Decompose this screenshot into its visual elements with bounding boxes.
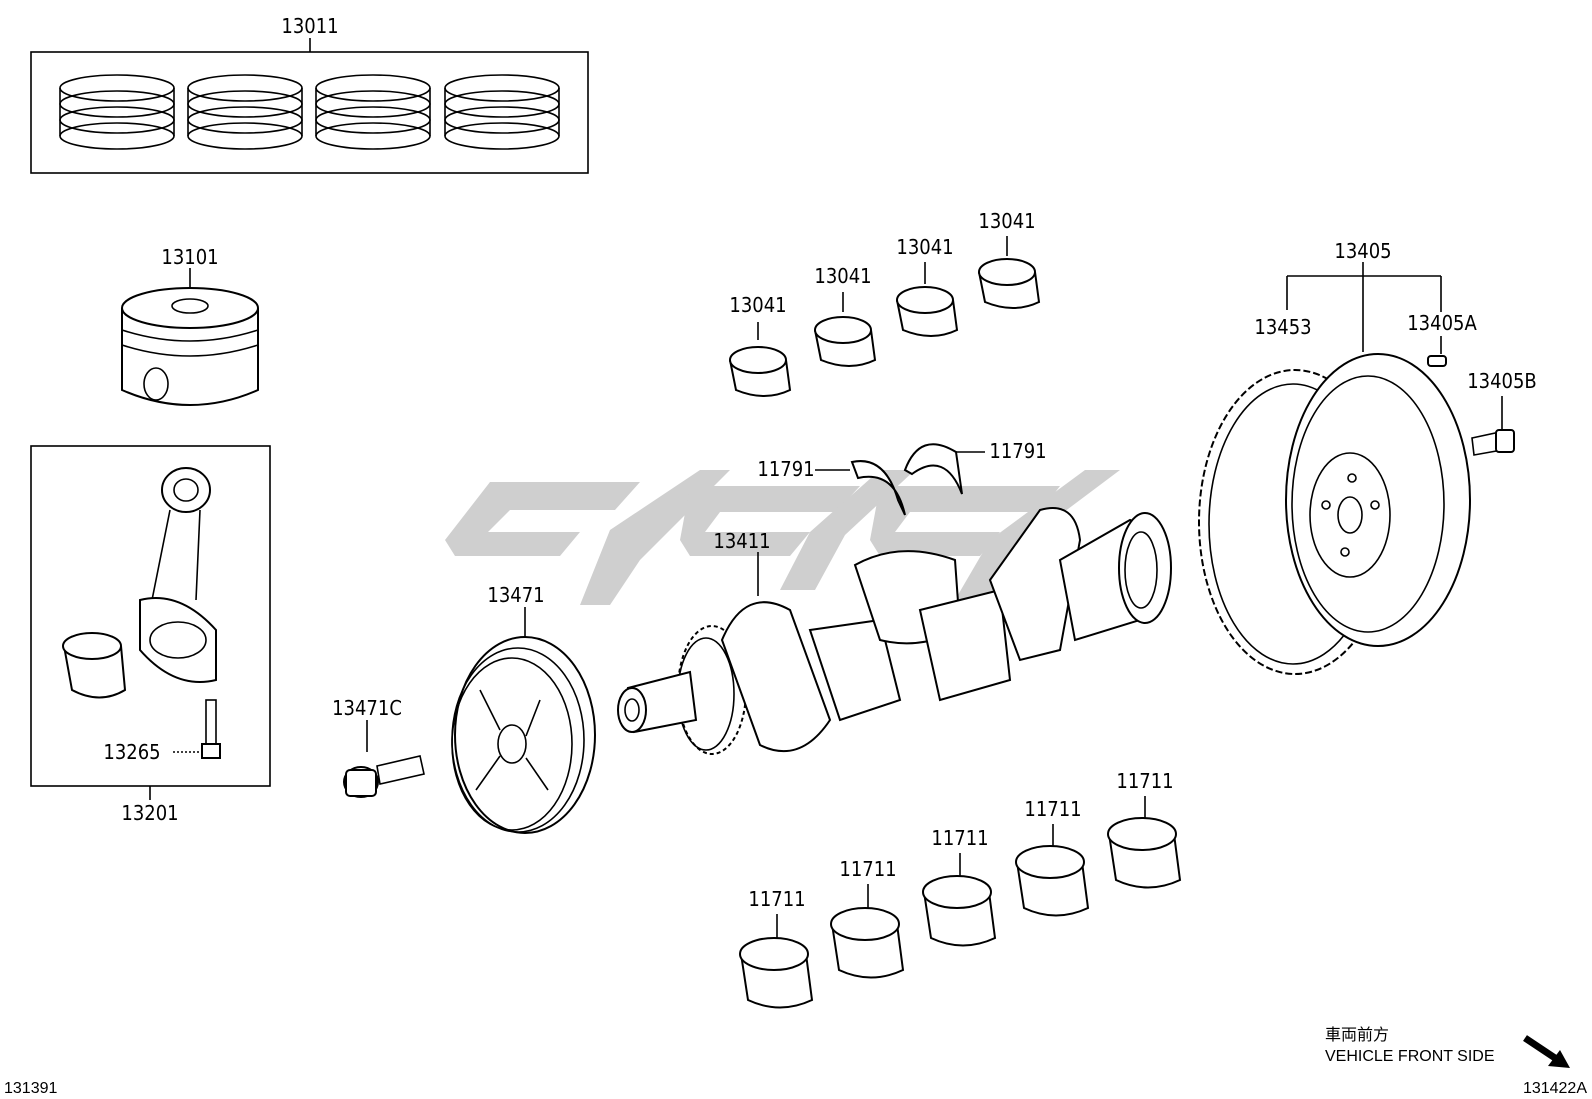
diagram-code-left: 131391	[4, 1080, 57, 1097]
label-11791-left[interactable]: 11791	[757, 457, 814, 481]
con-rod-bearing	[62, 632, 127, 699]
label-11791-right[interactable]: 11791	[989, 439, 1046, 463]
crankshaft-pulley[interactable]	[451, 607, 596, 834]
ring-group-4	[444, 74, 560, 150]
label-13405a[interactable]: 13405A	[1407, 311, 1477, 335]
label-11711-2[interactable]: 11711	[839, 857, 896, 881]
label-11711-4[interactable]: 11711	[1024, 797, 1081, 821]
label-13453[interactable]: 13453	[1254, 315, 1311, 339]
flywheel-assy[interactable]	[1198, 262, 1515, 675]
piston[interactable]	[121, 268, 259, 406]
label-11711-3[interactable]: 11711	[931, 826, 988, 850]
connecting-rod-assy[interactable]	[30, 445, 271, 800]
front-side-jp: 車両前方	[1325, 1026, 1389, 1044]
rod-bearing-1[interactable]	[729, 322, 792, 397]
ring-group-1	[59, 74, 175, 150]
main-bearing-5[interactable]	[1107, 796, 1182, 889]
crank-snout	[617, 670, 698, 734]
rod-bearing-4[interactable]	[978, 236, 1041, 309]
label-13011[interactable]: 13011	[281, 14, 338, 38]
label-13041-3[interactable]: 13041	[896, 235, 953, 259]
ring-group-3	[315, 74, 431, 150]
label-13265[interactable]: 13265	[103, 740, 160, 764]
flywheel-bolt	[1471, 396, 1515, 456]
label-11711-5[interactable]: 11711	[1116, 769, 1173, 793]
label-13471[interactable]: 13471	[487, 583, 544, 607]
label-11711-1[interactable]: 11711	[748, 887, 805, 911]
main-bearing-3[interactable]	[922, 853, 997, 947]
watermark-logo	[445, 470, 1120, 605]
label-13471c[interactable]: 13471C	[332, 696, 402, 720]
label-13201[interactable]: 13201	[121, 801, 178, 825]
ring-set-frame	[30, 51, 589, 174]
front-side-en: VEHICLE FRONT SIDE	[1325, 1048, 1495, 1065]
connecting-rod	[139, 467, 217, 683]
label-13101[interactable]: 13101	[161, 245, 218, 269]
pulley-bolt[interactable]	[343, 720, 425, 798]
flywheel-body	[1285, 353, 1471, 647]
ring-group-2	[187, 74, 303, 150]
main-bearing-4[interactable]	[1015, 824, 1090, 917]
crank-body	[720, 507, 1172, 753]
piston-ring-set[interactable]	[30, 38, 589, 174]
rod-bearing-2[interactable]	[814, 292, 877, 367]
thrust-washer-right[interactable]	[903, 443, 985, 495]
label-13411[interactable]: 13411	[713, 529, 770, 553]
diagram-code-right: 131422A	[1523, 1080, 1587, 1097]
label-13041-2[interactable]: 13041	[814, 264, 871, 288]
con-rod-bolt	[173, 699, 221, 759]
crankshaft[interactable]	[617, 507, 1172, 755]
label-13041-1[interactable]: 13041	[729, 293, 786, 317]
label-13041-4[interactable]: 13041	[978, 209, 1035, 233]
label-13405b[interactable]: 13405B	[1467, 369, 1537, 393]
main-bearing-2[interactable]	[830, 884, 905, 979]
rod-bearing-3[interactable]	[896, 262, 959, 337]
vehicle-front-arrow-icon	[1523, 1035, 1570, 1068]
label-13405[interactable]: 13405	[1334, 239, 1391, 263]
thrust-washer-left[interactable]	[815, 460, 906, 516]
flywheel-pin	[1427, 336, 1447, 367]
main-bearing-1[interactable]	[739, 914, 814, 1009]
